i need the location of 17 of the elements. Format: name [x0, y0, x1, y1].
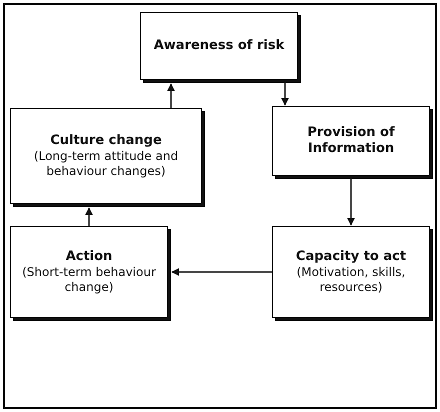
- process-box: [10, 108, 202, 204]
- arrow: [85, 207, 93, 226]
- process-box: [272, 106, 430, 176]
- arrow: [167, 83, 175, 108]
- process-box: [10, 226, 168, 318]
- box-heading: Provision of Information: [306, 124, 396, 158]
- box-description: (Short-term behaviour change): [21, 265, 157, 296]
- box-heading: Action: [66, 248, 112, 266]
- box-heading: Culture change: [50, 132, 162, 150]
- process-box: [140, 12, 298, 80]
- arrow: [347, 176, 355, 226]
- box-heading: Awareness of risk: [154, 38, 284, 54]
- box-description: (Motivation, skills, resources): [296, 265, 406, 296]
- box-description: (Long-term attitude and behaviour changes): [32, 149, 180, 180]
- process-box: [272, 226, 430, 318]
- box-heading: Capacity to act: [296, 248, 406, 266]
- arrow: [171, 268, 272, 276]
